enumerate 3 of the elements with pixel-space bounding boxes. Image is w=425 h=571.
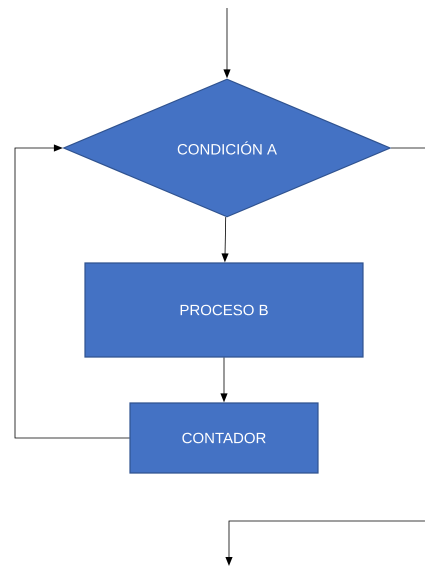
arrow — [14, 144, 130, 438]
process-box: PROCESO B — [84, 262, 364, 358]
process-box: CONTADOR — [129, 402, 319, 474]
